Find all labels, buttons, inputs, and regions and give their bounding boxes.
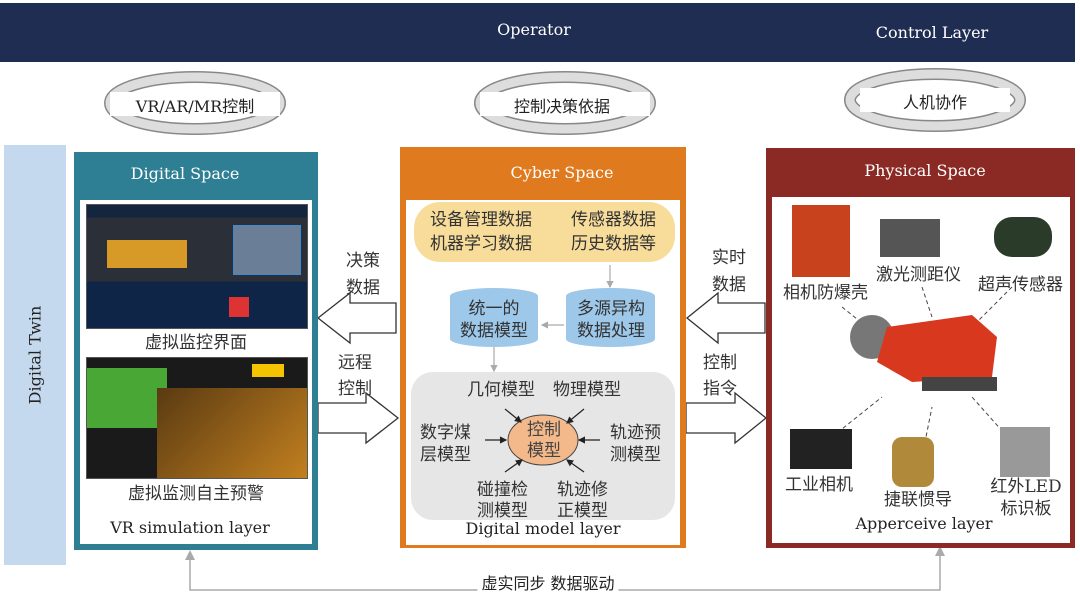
digital-twin-label: Digital Twin <box>25 305 45 405</box>
layer-label: Apperceive layer <box>855 514 993 533</box>
trajectory-prediction-model: 测模型 <box>610 445 661 465</box>
digital-space-title: Digital Space <box>130 164 240 183</box>
cycle-label: 控制决策依据 <box>513 97 611 116</box>
camera-housing-image <box>792 205 850 277</box>
led-board-image <box>1000 427 1050 477</box>
coal-model: 层模型 <box>420 445 471 465</box>
device-label: 工业相机 <box>785 475 853 495</box>
ultrasonic-sensor-image <box>994 217 1052 257</box>
cycle-label: 人机协作 <box>902 93 968 112</box>
layer-label: VR simulation layer <box>110 518 270 537</box>
data-source: 传感器数据 <box>571 210 656 230</box>
physical-space-title: Physical Space <box>864 161 986 180</box>
data-source: 历史数据等 <box>571 234 656 254</box>
control-model: 控制 <box>527 420 561 440</box>
industrial-camera-image <box>790 429 852 469</box>
arrow-label: 实时 <box>712 248 746 268</box>
caption: 虚拟监测自主预警 <box>128 484 264 504</box>
label: 多源异构 <box>577 299 645 319</box>
collision-model: 碰撞检 <box>477 480 528 500</box>
arrow-right <box>317 391 400 445</box>
virtual-monitor-screenshot <box>86 204 308 329</box>
label: 统一的 <box>468 299 520 319</box>
sync-label: 虚实同步 数据驱动 <box>477 570 619 594</box>
coal-model: 数字煤 <box>420 423 471 443</box>
trajectory-correction-model: 正模型 <box>557 501 608 521</box>
laser-rangefinder-image <box>880 219 940 257</box>
layer-label: Digital model layer <box>465 519 621 538</box>
label: 数据模型 <box>460 321 528 341</box>
device-label: 相机防爆壳 <box>783 283 868 303</box>
caption: 虚拟监控界面 <box>145 333 247 353</box>
control-layer-label: Control Layer <box>875 23 989 42</box>
arrow-label: 远程 <box>338 353 372 373</box>
device-label: 捷联惯导 <box>884 490 952 510</box>
top-bar <box>0 3 1075 62</box>
roadheader-image <box>850 315 997 391</box>
ins-image <box>892 437 934 487</box>
digital-twin-bar <box>4 145 66 565</box>
multi-source-processing <box>566 288 655 347</box>
label: 数据处理 <box>577 321 645 341</box>
arrow-label: 控制 <box>703 353 737 373</box>
arrow-label: 决策 <box>346 251 380 271</box>
unified-data-model <box>450 288 538 347</box>
device-images <box>790 205 1052 487</box>
cycle-label: VR/AR/MR控制 <box>135 97 255 116</box>
data-source: 设备管理数据 <box>430 210 532 230</box>
data-source: 机器学习数据 <box>430 234 532 254</box>
arrow-left <box>316 291 397 345</box>
device-label: 激光测距仪 <box>876 265 961 285</box>
geometry-model: 几何模型 <box>467 380 535 400</box>
arrow-label: 数据 <box>346 278 380 298</box>
collision-model: 测模型 <box>477 501 528 521</box>
trajectory-correction-model: 轨迹修 <box>557 480 608 500</box>
control-model: 模型 <box>527 441 561 461</box>
arrow-label: 数据 <box>712 275 746 295</box>
arrow-label: 指令 <box>703 379 737 399</box>
device-label: 红外LED <box>990 477 1062 497</box>
arrow-right <box>685 391 768 445</box>
arrow-label: 控制 <box>338 379 372 399</box>
arrow-left <box>685 291 766 345</box>
cyber-space-title: Cyber Space <box>510 163 614 182</box>
virtual-warning-screenshot <box>86 357 308 479</box>
operator-label: Operator <box>497 20 571 39</box>
device-label: 超声传感器 <box>978 275 1063 295</box>
trajectory-prediction-model: 轨迹预 <box>610 423 661 443</box>
physics-model: 物理模型 <box>553 380 621 400</box>
data-sources-box <box>414 202 675 262</box>
device-label: 标识板 <box>1000 499 1052 519</box>
cyber-arrows <box>485 265 614 473</box>
